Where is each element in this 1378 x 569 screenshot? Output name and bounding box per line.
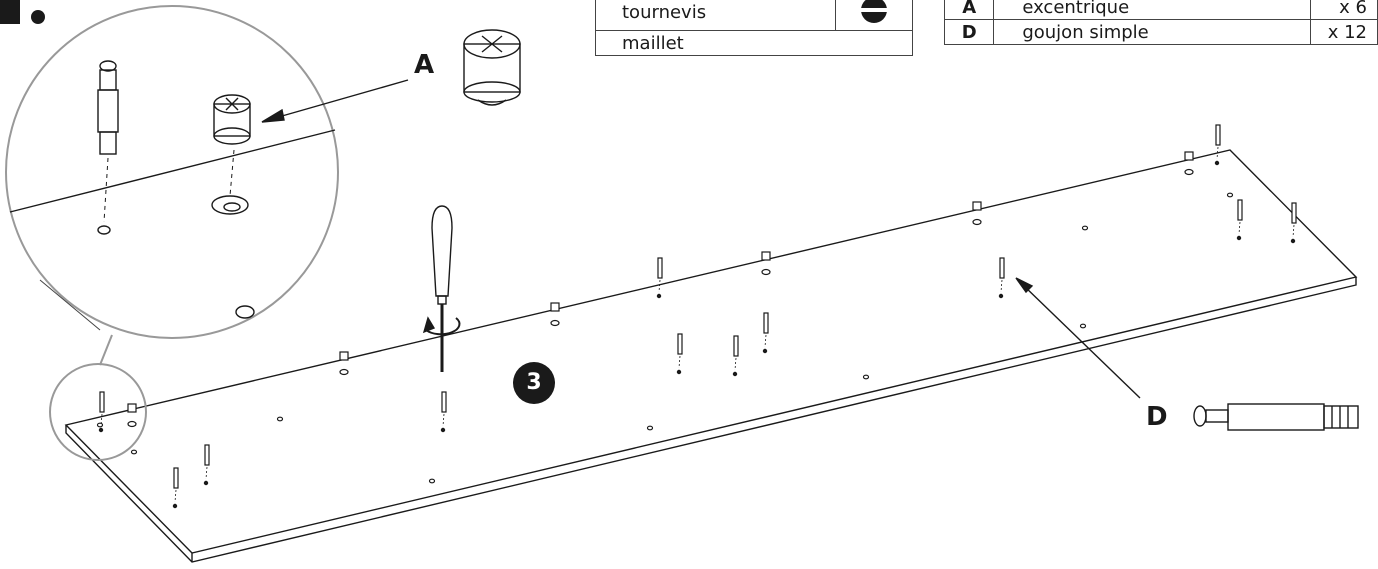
tool-name: tournevis	[595, 0, 836, 31]
part-letter: D	[943, 19, 995, 45]
part-qty: x 6	[1310, 0, 1378, 20]
panel-hole	[428, 478, 436, 484]
panel-dowel	[676, 333, 683, 375]
arrow-to-d	[1015, 277, 1141, 399]
panel-dowel	[98, 391, 105, 433]
panel-dowel	[732, 335, 739, 377]
panel-cam-lock	[761, 251, 771, 276]
screwdriver-head-icon	[860, 0, 887, 23]
parts-row: A excentrique x 6	[943, 0, 1378, 20]
tool-name: maillet	[595, 30, 913, 56]
part-qty: x 12	[1310, 19, 1378, 45]
panel-dowel	[1214, 124, 1221, 166]
panel-dowel	[998, 257, 1005, 299]
part-d-icon	[1193, 403, 1359, 431]
panel-hole	[130, 449, 138, 455]
panel-hole	[1226, 192, 1234, 198]
panel-hole	[1081, 225, 1089, 231]
panel-cam-lock	[339, 351, 349, 376]
detail-dowel	[97, 60, 119, 235]
part-letter: A	[943, 0, 995, 20]
callout-label-d: D	[1146, 402, 1168, 432]
part-a-icon	[463, 29, 521, 106]
part-name: excentrique	[993, 0, 1312, 20]
tools-table: tournevis maillet	[595, 0, 914, 56]
panel-cam-lock	[127, 403, 137, 428]
panel-hole	[646, 425, 654, 431]
tools-row: maillet	[595, 30, 913, 56]
callout-label-a: A	[414, 50, 435, 80]
panel-board	[64, 149, 1358, 563]
step-number-glyph	[0, 0, 45, 24]
panel-dowel	[203, 444, 210, 486]
detail-cam-lock	[211, 94, 255, 319]
panel-hole	[96, 422, 104, 428]
panel-dowel	[1290, 202, 1297, 244]
panel-dowel	[172, 467, 179, 509]
panel-cam-lock	[550, 302, 560, 327]
part-name: goujon simple	[993, 19, 1312, 45]
tools-row: tournevis	[595, 0, 914, 31]
panel-dowel	[1236, 199, 1243, 241]
screwdriver-illustration	[422, 205, 461, 372]
panel-cam-lock	[972, 201, 982, 226]
panel-dowel	[440, 391, 447, 433]
panel-dowel	[762, 312, 769, 354]
detail-magnifier	[5, 5, 409, 461]
panel-dowel	[656, 257, 663, 299]
panel-hole	[1079, 323, 1087, 329]
panel-hole	[862, 374, 870, 380]
panel-hole	[276, 416, 284, 422]
panel-cam-lock	[1184, 151, 1194, 176]
flathead-screwdriver-icon	[835, 0, 914, 31]
parts-table: A excentrique x 6 D goujon simple x 12	[943, 0, 1378, 45]
step-badge: 3	[513, 362, 555, 404]
parts-row: D goujon simple x 12	[943, 19, 1378, 45]
